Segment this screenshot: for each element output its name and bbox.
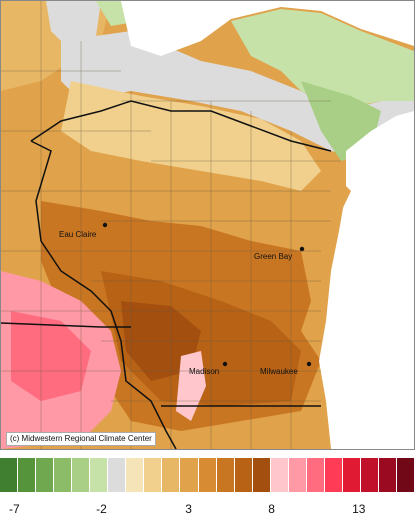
legend-swatch [126,458,145,492]
city-madison: Madison [189,361,228,376]
legend-swatch [162,458,181,492]
region-madison-pink [176,351,206,421]
legend-tick-label: -7 [8,502,20,516]
city-marker [306,361,312,367]
map-credit: (c) Midwestern Regional Climate Center [6,432,156,446]
county-grid [1,1,341,449]
region-sw-pink-dark [11,311,91,401]
lake-michigan [319,111,414,449]
city-label-green-bay: Green Bay [254,252,292,261]
city-marker [102,222,108,228]
city-eau-claire: Eau Claire [59,222,108,239]
city-label-milwaukee: Milwaukee [260,367,298,376]
legend-swatch [144,458,163,492]
lake-superior [121,1,414,56]
city-marker [222,361,228,367]
legend-swatch [306,458,325,492]
legend-color-bar [0,458,415,492]
region-up-green [231,9,414,109]
legend-swatch [108,458,127,492]
legend-swatch [252,458,271,492]
legend-swatch [288,458,307,492]
city-label-eau-claire: Eau Claire [59,230,97,239]
state-borders [1,100,332,449]
legend-tick-label: -2 [96,502,107,516]
legend-swatch [342,458,361,492]
region-north-tan [61,81,321,191]
color-legend: -7 -2 3 8 13 [0,458,415,518]
legend-tick-label: 13 [352,502,366,516]
door-peninsula [306,186,351,261]
legend-swatch [270,458,289,492]
legend-swatch [90,458,109,492]
city-milwaukee: Milwaukee [260,361,312,376]
legend-swatch [54,458,73,492]
temperature-anomaly-map: Eau Claire Green Bay Madison Milwaukee [1,1,414,449]
legend-swatch [72,458,91,492]
city-green-bay: Green Bay [254,246,305,261]
legend-swatch [18,458,37,492]
legend-tick-label: 8 [268,502,275,516]
legend-swatch [378,458,398,492]
legend-swatch [216,458,235,492]
legend-tick-label: 3 [185,502,192,516]
legend-swatch [324,458,343,492]
legend-swatch [180,458,199,492]
city-label-madison: Madison [189,367,219,376]
legend-swatch [198,458,217,492]
map-frame: Eau Claire Green Bay Madison Milwaukee [0,0,415,450]
legend-swatch [36,458,55,492]
legend-swatch [360,458,379,492]
city-marker [299,246,305,252]
legend-swatch [0,458,19,492]
legend-swatch [397,458,415,492]
legend-swatch [234,458,253,492]
